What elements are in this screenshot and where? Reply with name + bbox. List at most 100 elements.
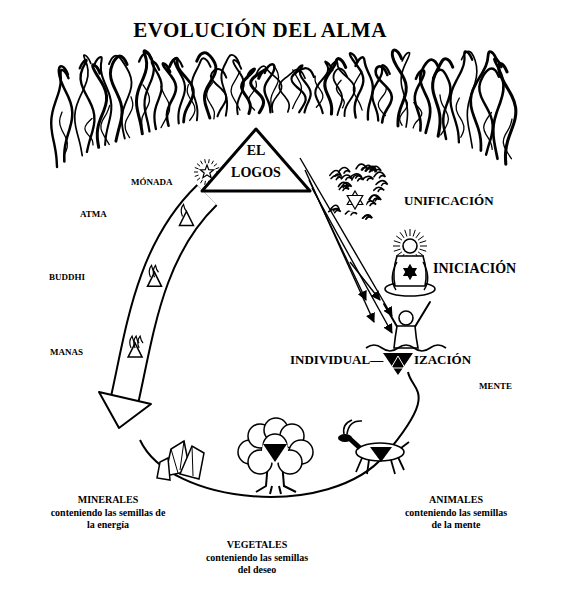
monad-ray bbox=[195, 168, 199, 169]
vegetable-tree bbox=[238, 418, 313, 494]
ray-arrow bbox=[350, 262, 380, 300]
flame-stroke bbox=[499, 64, 516, 165]
halo-ray bbox=[420, 246, 427, 247]
halo-ray bbox=[420, 249, 427, 251]
head bbox=[403, 239, 417, 253]
flames bbox=[51, 50, 516, 167]
monad-ray bbox=[194, 172, 198, 173]
flame-stroke bbox=[109, 56, 132, 139]
flame-stroke bbox=[161, 87, 170, 128]
body bbox=[356, 443, 404, 461]
stage-label: INDIVIDUAL— bbox=[290, 353, 390, 368]
logos-triangle: EL LOGOS bbox=[200, 127, 312, 193]
vegetable-triangle bbox=[263, 444, 287, 462]
flame-stroke bbox=[59, 66, 72, 161]
flame-stroke bbox=[249, 81, 257, 110]
triangle-shape bbox=[202, 129, 310, 191]
flame-stroke bbox=[94, 57, 111, 145]
halo-ray bbox=[416, 232, 420, 238]
hexagram-triangle bbox=[347, 196, 363, 210]
mineral-crystals bbox=[157, 441, 204, 480]
cloud-curl bbox=[366, 201, 376, 206]
arms bbox=[392, 262, 428, 290]
cloud-curl bbox=[374, 187, 384, 191]
monad-ray bbox=[197, 164, 200, 167]
cloud-curl bbox=[376, 181, 388, 186]
flame-stroke bbox=[197, 53, 216, 118]
cloud-curl bbox=[370, 195, 382, 201]
animal-triangle bbox=[370, 447, 392, 462]
crystal-facet bbox=[171, 441, 193, 476]
halo-ray bbox=[420, 241, 427, 243]
flame-stroke bbox=[251, 70, 266, 113]
flame-stroke bbox=[456, 98, 464, 137]
monad-ray bbox=[201, 180, 203, 183]
triangle-outline bbox=[200, 127, 312, 193]
waves bbox=[366, 345, 446, 351]
monad-ray bbox=[195, 175, 199, 176]
flame-stroke bbox=[271, 64, 279, 107]
cloud-curl bbox=[362, 215, 372, 219]
cloud-curl bbox=[350, 174, 362, 178]
monad-ray bbox=[204, 181, 206, 185]
plane-label: BUDDHI bbox=[49, 272, 109, 282]
monad-ray bbox=[208, 159, 210, 163]
flame-stroke bbox=[207, 83, 215, 119]
flame-stroke bbox=[462, 51, 477, 148]
flame-stroke bbox=[336, 80, 344, 108]
kingdom-heading: ANIMALES bbox=[396, 494, 516, 506]
flame-stroke bbox=[187, 85, 195, 121]
head bbox=[399, 311, 413, 325]
individual-triangle-inner bbox=[391, 356, 405, 368]
flame-stroke bbox=[80, 60, 95, 152]
plane-label: MANAS bbox=[50, 347, 110, 357]
cloud-curl bbox=[363, 215, 372, 219]
halo-ray bbox=[396, 236, 402, 240]
halo-ray bbox=[413, 230, 415, 237]
plane-flame bbox=[153, 265, 158, 277]
flame-stroke bbox=[413, 103, 422, 128]
flame-stroke bbox=[293, 70, 302, 109]
stage-label: INICIACIÓN bbox=[433, 261, 553, 277]
individual-triangle bbox=[383, 353, 413, 375]
monad-ray bbox=[214, 164, 217, 167]
stage-label: UNIFICACIÓN bbox=[404, 194, 534, 209]
kingdom-heading: VEGETALES bbox=[197, 539, 317, 551]
unification-cloud bbox=[329, 164, 388, 219]
node-label: EL LOGOS bbox=[200, 140, 312, 184]
flame-stroke bbox=[329, 62, 355, 116]
cloud-curl bbox=[366, 166, 376, 171]
monad-ray bbox=[197, 178, 200, 181]
plane-flame bbox=[138, 336, 143, 348]
foliage-center bbox=[262, 437, 288, 463]
flame-stroke bbox=[401, 53, 410, 127]
cycle-arc bbox=[140, 372, 419, 497]
horns bbox=[344, 420, 362, 434]
flame-stroke bbox=[60, 112, 68, 156]
flame-stroke bbox=[295, 65, 310, 112]
ray-arrow bbox=[312, 188, 392, 333]
monad-label: MÓNADA bbox=[131, 177, 191, 187]
flame-stroke bbox=[325, 59, 346, 114]
flame-stroke bbox=[142, 85, 150, 126]
flame-stroke bbox=[315, 76, 323, 107]
cloud-curl bbox=[374, 172, 386, 178]
plane-flame bbox=[181, 204, 186, 216]
flame-stroke bbox=[484, 113, 493, 150]
halo-ray bbox=[393, 246, 400, 247]
flame-stroke bbox=[152, 61, 162, 129]
kingdom-note: conteniendo las semillas del deseo bbox=[199, 552, 315, 575]
flame-stroke bbox=[125, 97, 133, 138]
head bbox=[338, 434, 352, 442]
diagram-title: EVOLUCIÓN DEL ALMA bbox=[0, 18, 520, 42]
cloud-curl bbox=[339, 168, 351, 174]
flame-stroke bbox=[400, 97, 408, 126]
flame-stroke bbox=[392, 50, 406, 126]
descent-band bbox=[125, 195, 207, 398]
halo-ray bbox=[405, 230, 407, 237]
flame-stroke bbox=[136, 51, 151, 134]
flame-stroke bbox=[355, 57, 372, 119]
torso bbox=[394, 256, 426, 286]
legs-tail bbox=[356, 442, 409, 474]
flame-stroke bbox=[353, 71, 362, 110]
